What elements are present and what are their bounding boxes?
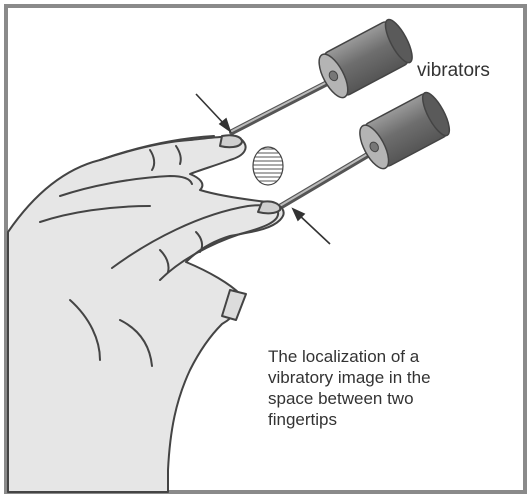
caption-line: fingertips	[268, 410, 337, 429]
upper-pointer-arrow	[195, 93, 232, 134]
vibratory-image-oval	[252, 146, 284, 186]
lower-vibrator	[275, 91, 451, 211]
hand	[7, 134, 285, 493]
figure-caption: The localization of a vibratory image in…	[268, 346, 523, 430]
figure-frame	[4, 4, 527, 494]
caption-line: vibratory image in the	[268, 368, 431, 387]
lower-pointer-arrow	[291, 207, 331, 245]
vibrators-label: vibrators	[417, 60, 490, 81]
caption-line: space between two	[268, 389, 414, 408]
upper-vibrator	[229, 18, 413, 135]
caption-line: The localization of a	[268, 347, 420, 366]
